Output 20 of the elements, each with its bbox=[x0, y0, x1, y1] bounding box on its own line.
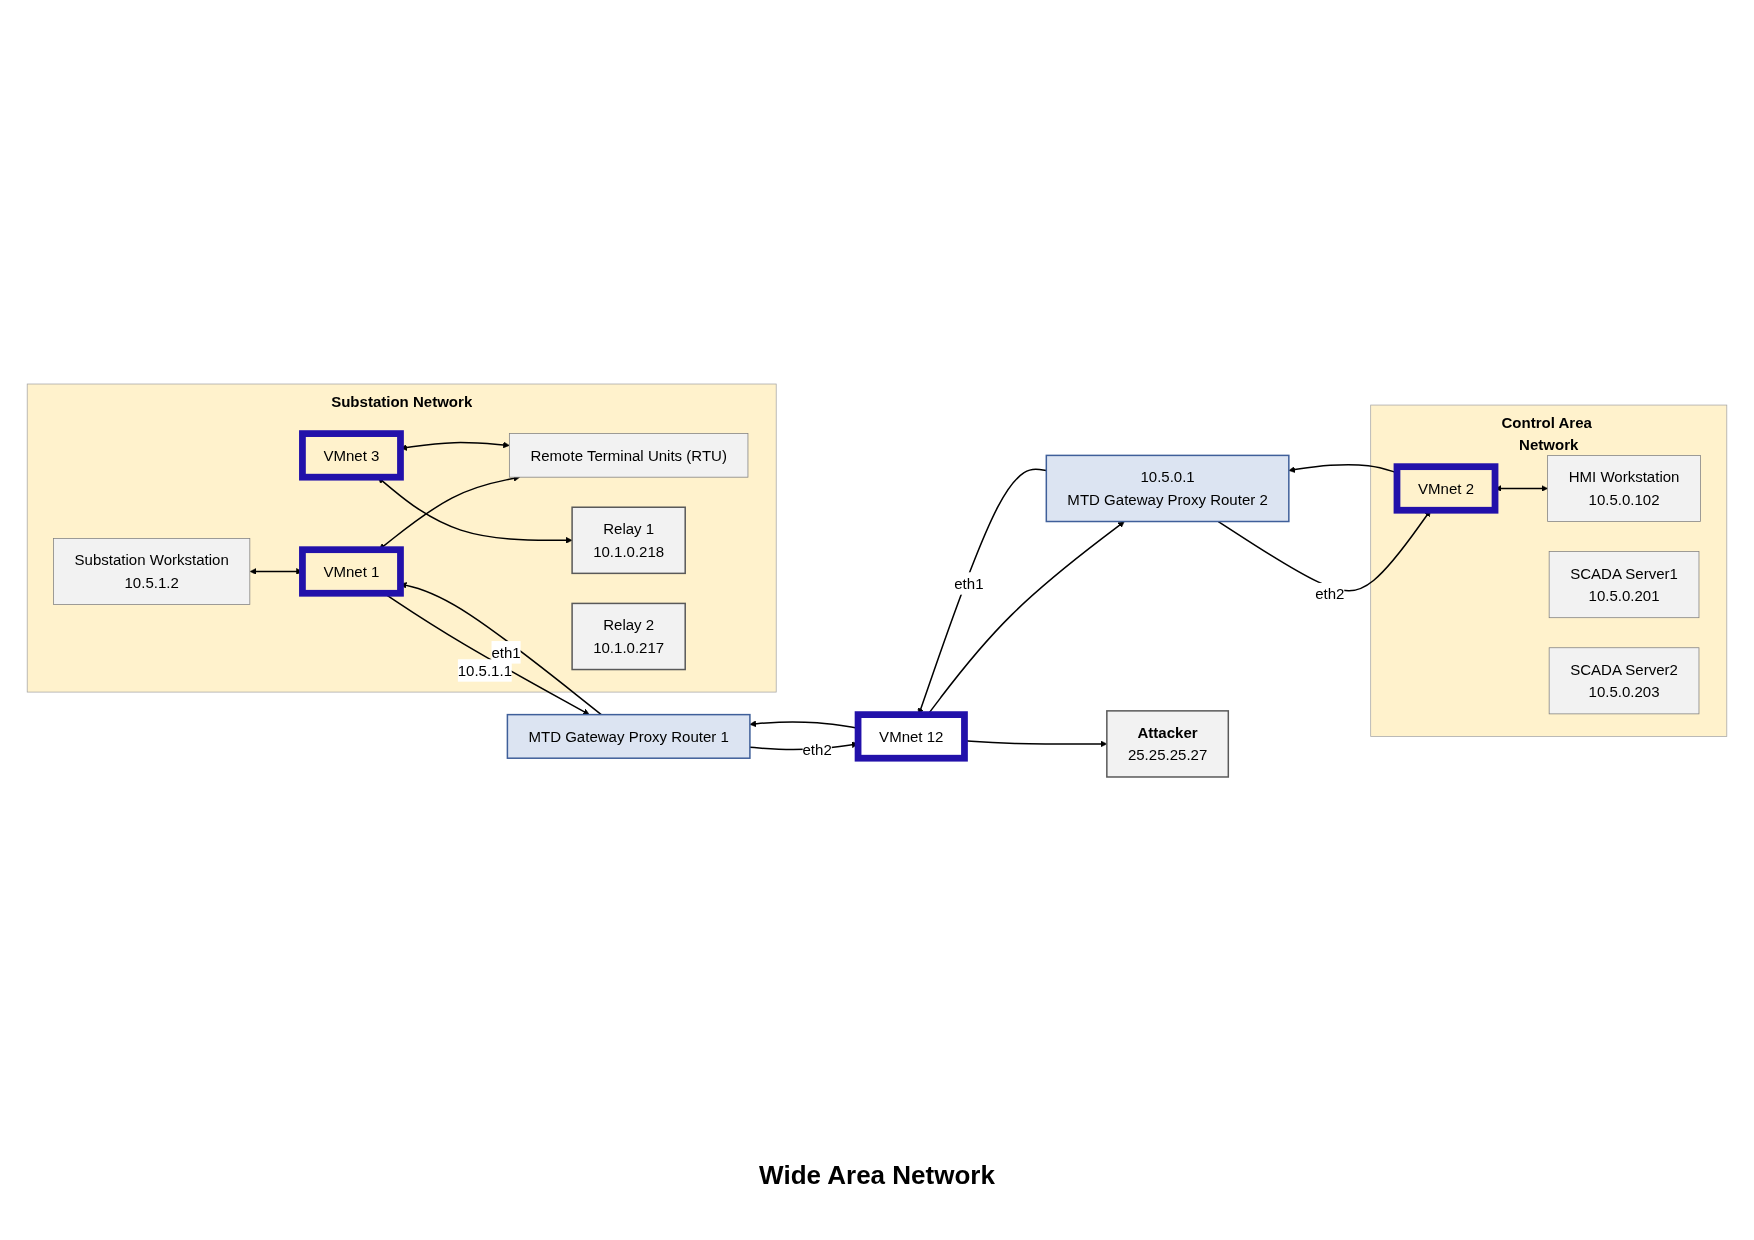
node-box: 10.5.0.1 MTD Gateway Proxy Router 2 bbox=[1045, 454, 1290, 522]
edge-label: eth2 bbox=[802, 740, 832, 758]
edge-label: 10.5.1.1 bbox=[457, 661, 513, 679]
node-box: SCADA Server2 10.5.0.203 bbox=[1548, 646, 1700, 714]
network-label: Wide Area Network bbox=[759, 1160, 995, 1191]
edge-label: eth2 bbox=[1315, 585, 1345, 602]
node-box: Relay 1 10.1.0.218 bbox=[571, 506, 686, 574]
node-box: HMI Workstation 10.5.0.102 bbox=[1547, 454, 1701, 522]
node-box: SCADA Server1 10.5.0.201 bbox=[1548, 550, 1700, 618]
node-box: Attacker 25.25.25.27 bbox=[1106, 709, 1230, 778]
edge-label: eth1 bbox=[954, 574, 984, 592]
node-box: VMnet 1 bbox=[299, 545, 404, 597]
node-box: MTD Gateway Proxy Router 1 bbox=[506, 713, 751, 759]
edge-label: eth1 bbox=[491, 643, 521, 661]
node-box: VMnet 2 bbox=[1393, 462, 1499, 514]
node-box: Remote Terminal Units (RTU) bbox=[508, 432, 749, 478]
node-box: VMnet 3 bbox=[299, 429, 404, 481]
node-box: Substation Workstation 10.5.1.2 bbox=[53, 537, 251, 605]
node-box: VMnet 12 bbox=[854, 710, 968, 762]
node-box: Relay 2 10.1.0.217 bbox=[571, 602, 686, 670]
